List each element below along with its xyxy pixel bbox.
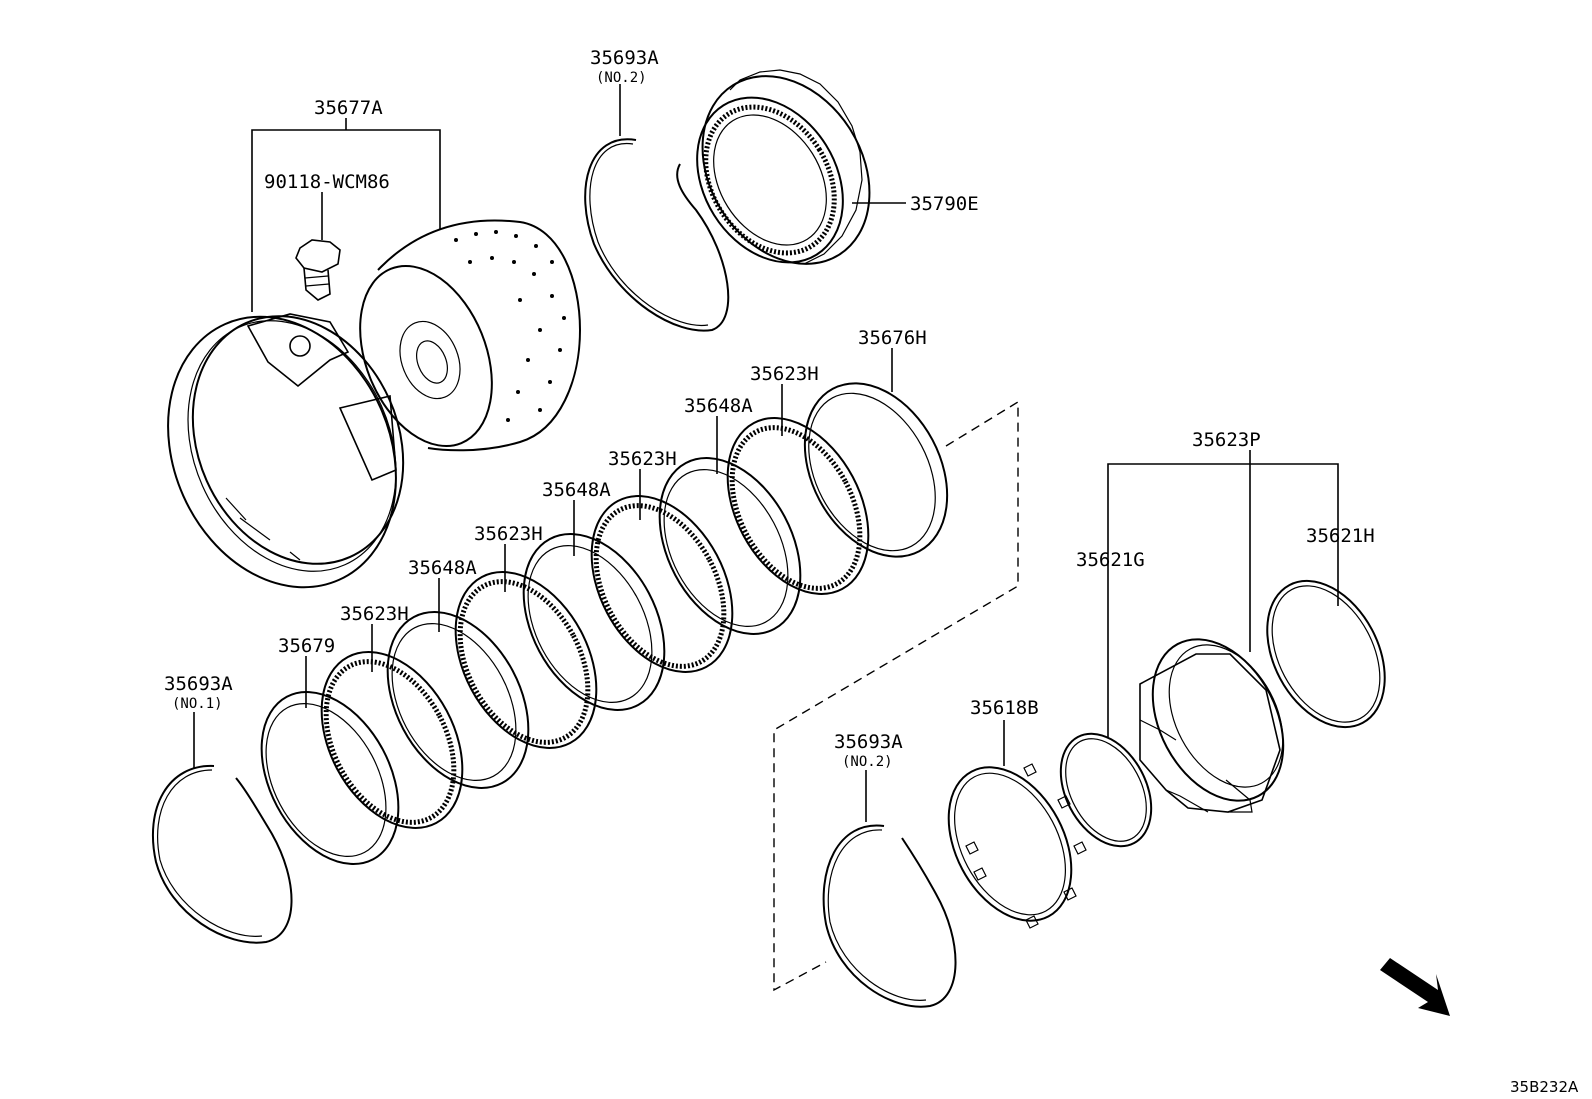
label-fwd: FWD — [1391, 965, 1436, 1004]
piston-35623P — [1139, 638, 1285, 813]
label-35693A-left: 35693A — [164, 673, 233, 695]
label-35648A-a: 35648A — [684, 395, 753, 417]
label-35648A-c: 35648A — [408, 557, 477, 579]
label-35693A-top-sub: (NO.2) — [596, 70, 647, 86]
spring-coils — [965, 763, 1087, 929]
label-35618B: 35618B — [970, 697, 1039, 719]
label-35623H-b: 35623H — [608, 448, 677, 470]
label-35693A-bottom-sub: (NO.2) — [842, 754, 893, 770]
drum-oil-holes — [454, 230, 566, 422]
o-ring-35621G — [1059, 732, 1153, 848]
label-35623P: 35623P — [1192, 429, 1261, 451]
leader-lines — [193, 84, 1339, 992]
label-35693A-bottom: 35693A — [834, 731, 903, 753]
part-labels: 35693A (NO.2) 35677A 90118-WCM86 35790E … — [164, 47, 1579, 1096]
label-35693A-left-sub: (NO.1) — [172, 696, 223, 712]
one-way-clutch-35790E — [696, 69, 871, 265]
label-35676H: 35676H — [858, 327, 927, 349]
disc-35623H-d — [320, 651, 464, 829]
label-35623H-c: 35623H — [474, 523, 543, 545]
label-35621H: 35621H — [1306, 525, 1375, 547]
label-35623H-d: 35623H — [340, 603, 409, 625]
plate-35676H — [803, 382, 949, 558]
plate-35648A-a — [658, 457, 802, 635]
label-35648A-b: 35648A — [542, 479, 611, 501]
disc-35623H-c — [454, 571, 598, 749]
snap-ring-35693A-top — [584, 138, 730, 332]
disc-35623H-b — [590, 495, 734, 673]
label-35623H-a: 35623H — [750, 363, 819, 385]
diagram-code: 35B232A — [1510, 1078, 1579, 1096]
label-35621G: 35621G — [1076, 549, 1145, 571]
snap-ring-35693A-bottom — [822, 824, 957, 1008]
label-35677A: 35677A — [314, 97, 383, 119]
o-ring-35621H — [1266, 579, 1386, 729]
snap-ring-35693A-left — [151, 764, 293, 944]
label-90118-WCM86: 90118-WCM86 — [264, 171, 390, 193]
return-spring-35618B — [947, 763, 1087, 929]
clutch-drum-35677A — [167, 219, 582, 589]
bolt-90118-WCM86 — [295, 239, 341, 301]
clutch-pack — [260, 382, 949, 865]
label-35679: 35679 — [278, 635, 335, 657]
plate-35679 — [260, 691, 400, 865]
label-35790E: 35790E — [910, 193, 979, 215]
disc-35623H-a — [726, 417, 870, 595]
plate-35648A-b — [522, 533, 666, 711]
fwd-arrow-icon — [1380, 958, 1450, 1016]
plate-35648A-c — [386, 611, 530, 789]
label-35693A-top: 35693A — [590, 47, 659, 69]
